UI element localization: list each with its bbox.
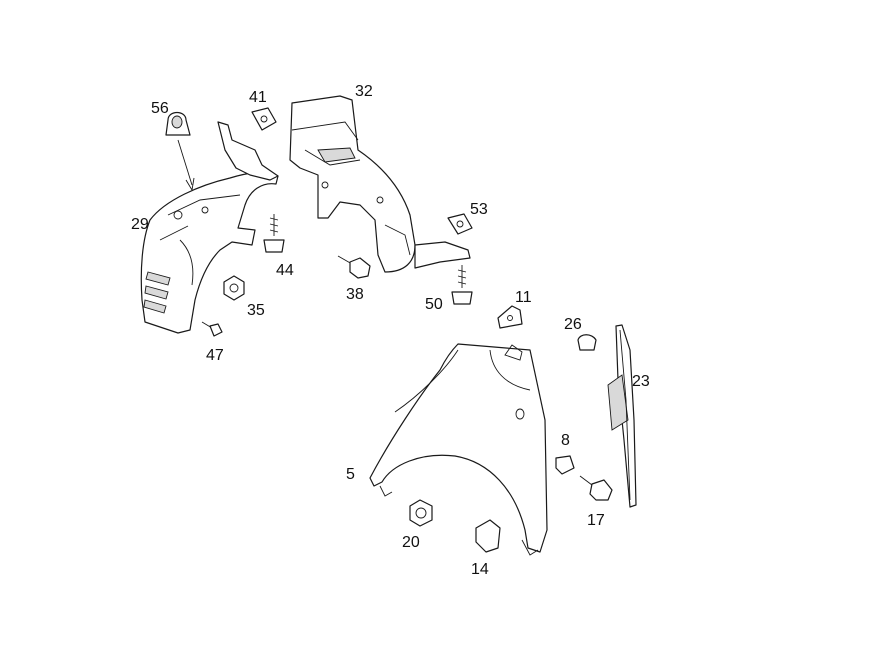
part-20-nut — [409, 499, 433, 527]
callout-41: 41 — [249, 89, 267, 106]
part-5-front-fender — [369, 343, 548, 556]
callout-50: 50 — [425, 296, 443, 313]
part-32-wheelhouse-liner — [289, 95, 471, 273]
callout-5: 5 — [346, 466, 355, 483]
part-14-clip — [475, 519, 501, 553]
callout-26: 26 — [564, 316, 582, 333]
part-50-screw — [451, 265, 473, 305]
part-35-nut — [223, 275, 245, 301]
part-41-clip-nut — [251, 107, 277, 131]
callout-38: 38 — [346, 286, 364, 303]
callout-56: 56 — [151, 100, 169, 117]
part-53-clip-nut — [447, 213, 473, 235]
part-8-bracket — [555, 455, 575, 475]
part-17-bolt — [579, 475, 613, 501]
part-44-screw — [263, 214, 285, 253]
part-56-clip — [165, 111, 195, 192]
part-47-screw — [201, 321, 223, 337]
callout-23: 23 — [632, 373, 650, 390]
callout-8: 8 — [561, 432, 570, 449]
part-26-clip — [577, 334, 597, 351]
callout-11: 11 — [515, 289, 532, 306]
callout-44: 44 — [276, 262, 294, 279]
part-29-wheelhouse-liner — [140, 121, 279, 334]
callout-35: 35 — [247, 302, 265, 319]
callout-20: 20 — [402, 534, 420, 551]
callout-32: 32 — [355, 83, 373, 100]
callout-17: 17 — [587, 512, 605, 529]
part-11-bracket — [497, 305, 523, 329]
callout-53: 53 — [470, 201, 488, 218]
callout-47: 47 — [206, 347, 224, 364]
part-23-seal-strip — [607, 324, 637, 508]
callout-14: 14 — [471, 561, 489, 578]
callout-29: 29 — [131, 216, 149, 233]
part-38-bolt — [337, 255, 371, 279]
